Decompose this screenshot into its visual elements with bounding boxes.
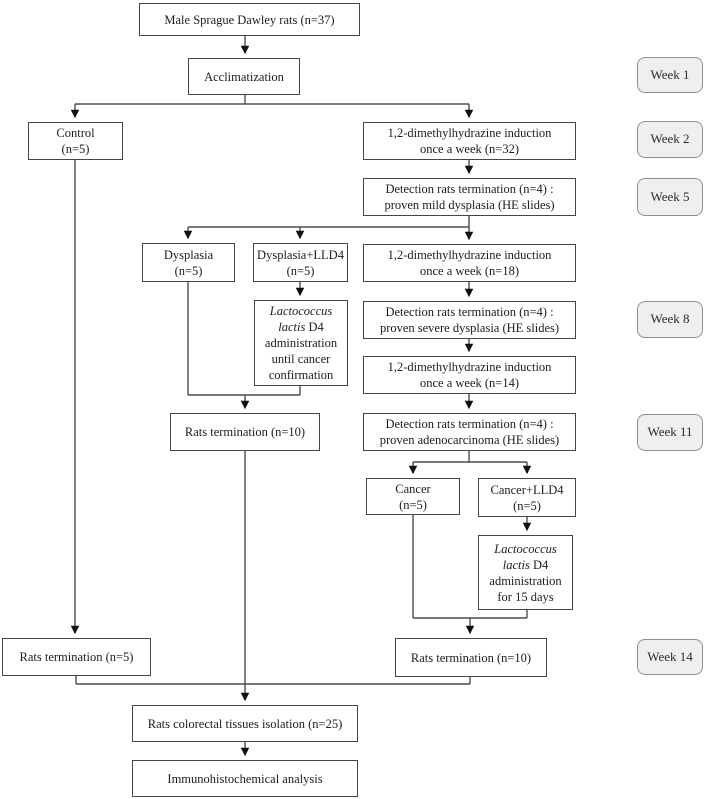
node-acclimatization: Acclimatization [188, 58, 300, 95]
node-detection-adenocarcinoma: Detection rats termination (n=4) : prove… [363, 413, 576, 451]
administration-detail: D4 administration for 15 days [489, 557, 562, 604]
administration-detail: D4 administration until cancer confirmat… [264, 320, 338, 382]
week-8-badge: Week 8 [637, 301, 703, 338]
node-dmh-induction-n18: 1,2-dimethylhydrazine induction once a w… [363, 244, 576, 282]
node-male-sprague-dawley-rats: Male Sprague Dawley rats (n=37) [139, 3, 360, 36]
week-14-badge: Week 14 [637, 639, 703, 675]
node-lld4-administration-15-days: Lactococcus lactis D4 administration for… [478, 535, 573, 610]
node-control-group: Control (n=5) [28, 122, 123, 160]
node-colorectal-tissues-isolation: Rats colorectal tissues isolation (n=25) [132, 705, 358, 742]
node-immunohistochemical-analysis: Immunohistochemical analysis [132, 760, 358, 797]
node-rats-termination-n10-cancer: Rats termination (n=10) [395, 638, 547, 677]
node-cancer-group: Cancer (n=5) [366, 478, 460, 515]
node-rats-termination-n5-control: Rats termination (n=5) [2, 638, 151, 676]
week-1-badge: Week 1 [637, 57, 703, 93]
week-11-badge: Week 11 [637, 414, 703, 451]
week-2-badge: Week 2 [637, 121, 703, 158]
node-cancer-lld4-group: Cancer+LLD4 (n=5) [478, 478, 576, 517]
latin-species-name: Lactococcus lactis [494, 541, 557, 572]
node-dysplasia-group: Dysplasia (n=5) [142, 243, 235, 282]
week-5-badge: Week 5 [637, 178, 703, 216]
node-rats-termination-n10-dysplasia: Rats termination (n=10) [170, 413, 320, 451]
node-dysplasia-lld4-group: Dysplasia+LLD4 (n=5) [253, 243, 348, 282]
node-dmh-induction-n32: 1,2-dimethylhydrazine induction once a w… [363, 122, 576, 160]
node-detection-mild-dysplasia: Detection rats termination (n=4) : prove… [363, 178, 576, 216]
node-detection-severe-dysplasia: Detection rats termination (n=4) : prove… [363, 301, 576, 339]
latin-species-name: Lactococcus lactis [269, 304, 333, 334]
node-dmh-induction-n14: 1,2-dimethylhydrazine induction once a w… [363, 356, 576, 394]
node-lld4-administration-until-cancer: Lactococcus lactis D4 administration unt… [254, 300, 348, 386]
